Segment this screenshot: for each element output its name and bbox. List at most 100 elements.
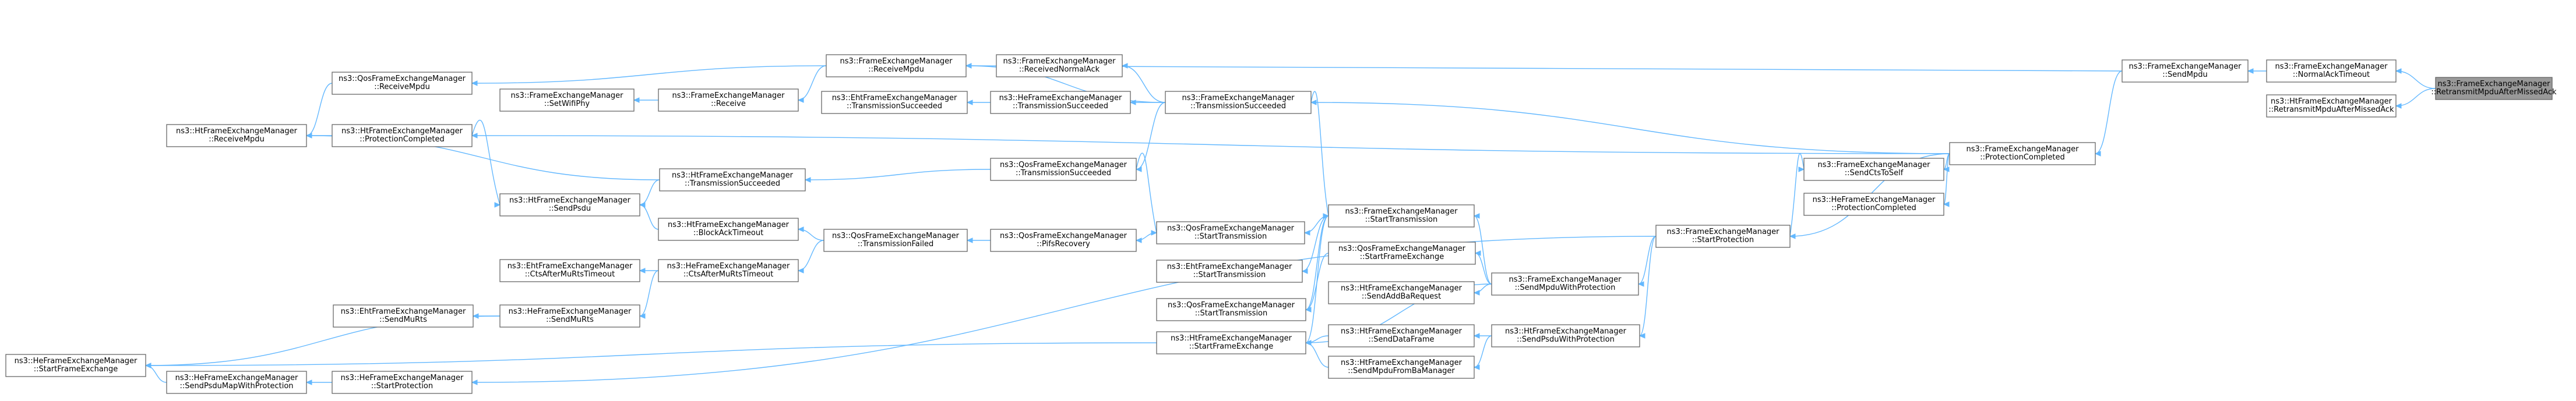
graph-node[interactable]: ns3::HtFrameExchangeManager::RetransmitM… (2266, 94, 2397, 118)
graph-node[interactable]: ns3::HeFrameExchangeManager::StartFrameE… (5, 354, 146, 377)
node-box (821, 91, 968, 114)
graph-node[interactable]: ns3::FrameExchangeManager::SendMpdu (2122, 59, 2249, 83)
node-class-label: ns3::FrameExchangeManager (1817, 161, 1930, 169)
call-edge (798, 240, 824, 271)
node-class-label: ns3::QosFrameExchangeManager (1000, 161, 1127, 169)
node-box (499, 304, 640, 328)
edge-arrowhead (797, 268, 804, 274)
edge-arrowhead (1303, 230, 1310, 236)
node-box (1491, 272, 1639, 296)
edge-arrowhead (965, 63, 972, 69)
node-class-label: ns3::HtFrameExchangeManager (1341, 327, 1463, 336)
node-box (499, 193, 640, 217)
node-class-label: ns3::QosFrameExchangeManager (832, 232, 960, 240)
graph-node[interactable]: ns3::HeFrameExchangeManager::CtsAfterMuR… (658, 259, 799, 282)
graph-node[interactable]: ns3::HeFrameExchangeManager::SendPsduMap… (166, 371, 307, 394)
node-box (1156, 221, 1305, 244)
node-class-label: ns3::FrameExchangeManager (1509, 275, 1622, 284)
focus-node: ns3::FrameExchangeManager::RetransmitMpd… (2431, 77, 2557, 100)
call-edge (1789, 153, 1805, 237)
edge-arrowhead (1301, 268, 1308, 274)
graph-node[interactable]: ns3::FrameExchangeManager::SendMpduWithP… (1491, 272, 1639, 296)
graph-node[interactable]: ns3::QosFrameExchangeManager::ReceiveMpd… (332, 72, 473, 95)
node-method-label: ::StartTransmission (1194, 232, 1267, 241)
node-box (659, 168, 806, 191)
node-method-label: ::ReceivedNormalAck (1019, 65, 1100, 74)
node-box (1165, 91, 1312, 114)
graph-node[interactable]: ns3::FrameExchangeManager::ProtectionCom… (1949, 142, 2096, 165)
graph-node[interactable]: ns3::QosFrameExchangeManager::StartTrans… (1156, 298, 1306, 321)
edge-arrowhead (1473, 364, 1480, 370)
graph-node[interactable]: ns3::FrameExchangeManager::TransmissionS… (1165, 91, 1312, 114)
edge-arrowhead (1473, 213, 1480, 219)
graph-node[interactable]: ns3::FrameExchangeManager::NormalAckTime… (2266, 59, 2397, 83)
node-box (990, 91, 1131, 114)
node-method-label: ::SendCtsToSelf (1845, 169, 1904, 178)
node-class-label: ns3::EhtFrameExchangeManager (341, 307, 466, 316)
graph-node[interactable]: ns3::FrameExchangeManager::ReceivedNorma… (996, 54, 1123, 77)
node-box (1156, 331, 1306, 354)
node-class-label: ns3::HtFrameExchangeManager (1171, 334, 1292, 343)
node-method-label: ::StartTransmission (1193, 271, 1266, 279)
graph-node[interactable]: ns3::EhtFrameExchangeManager::SendMuRts (333, 304, 474, 328)
node-method-label: ::TransmissionSucceeded (1190, 102, 1286, 111)
call-edge (145, 342, 1157, 366)
edge-arrowhead (797, 226, 804, 232)
call-edge (639, 204, 659, 230)
graph-node[interactable]: ns3::QosFrameExchangeManager::StartFrame… (1328, 242, 1476, 265)
graph-node[interactable]: ns3::QosFrameExchangeManager::Transmissi… (823, 229, 968, 252)
call-edge (1943, 153, 1950, 205)
node-box (1156, 260, 1303, 283)
node-class-label: ns3::HtFrameExchangeManager (1341, 359, 1463, 367)
graph-node[interactable]: ns3::HtFrameExchangeManager::ProtectionC… (332, 124, 473, 147)
graph-node[interactable]: ns3::EhtFrameExchangeManager::StartTrans… (1156, 260, 1303, 283)
graph-node[interactable]: ns3::HtFrameExchangeManager::SendMpduFro… (1328, 356, 1475, 379)
graph-node[interactable]: ns3::FrameExchangeManager::Receive (658, 88, 799, 112)
graph-node[interactable]: ns3::HeFrameExchangeManager::Transmissio… (990, 91, 1131, 114)
edge-arrowhead (1789, 233, 1796, 239)
node-method-label: ::ReceiveMpdu (209, 135, 265, 144)
graph-node[interactable]: ns3::HeFrameExchangeManager::ProtectionC… (1803, 193, 1944, 216)
call-edge (1474, 335, 1492, 368)
graph-node[interactable]: ns3::HtFrameExchangeManager::Transmissio… (659, 168, 806, 191)
node-box (5, 354, 146, 377)
call-edge (1475, 253, 1492, 285)
node-box (333, 304, 474, 328)
graph-node[interactable]: ns3::FrameExchangeManager::SetWifiPhy (499, 88, 635, 112)
graph-node[interactable]: ns3::HtFrameExchangeManager::SendPsduWit… (1491, 324, 1640, 347)
call-edge (1639, 236, 1657, 336)
node-box (166, 124, 307, 147)
node-box (1655, 225, 1791, 248)
graph-node[interactable]: ns3::HtFrameExchangeManager::ReceiveMpdu (166, 124, 307, 147)
edge-arrowhead (639, 313, 646, 319)
node-method-label: ::ReceiveMpdu (868, 65, 924, 74)
edge-arrowhead (1310, 100, 1317, 105)
node-box (658, 218, 799, 241)
graph-node[interactable]: ns3::QosFrameExchangeManager::StartTrans… (1156, 221, 1305, 244)
edge-arrowhead (1474, 250, 1481, 256)
graph-node[interactable]: ns3::EhtFrameExchangeManager::CtsAfterMu… (499, 259, 640, 282)
graph-node[interactable]: ns3::HtFrameExchangeManager::SendAddBaRe… (1328, 281, 1475, 304)
graph-node[interactable]: ns3::FrameExchangeManager::ReceiveMpdu (826, 54, 967, 77)
graph-node[interactable]: ns3::HtFrameExchangeManager::SendDataFra… (1328, 324, 1475, 347)
node-class-label: ns3::HtFrameExchangeManager (341, 127, 463, 136)
graph-node[interactable]: ns3::HtFrameExchangeManager::StartFrameE… (1156, 331, 1306, 354)
node-method-label: ::TransmissionSucceeded (847, 102, 942, 111)
graph-node[interactable]: ns3::FrameExchangeManager::StartProtecti… (1655, 225, 1791, 248)
graph-node[interactable]: ns3::HeFrameExchangeManager::SendMuRts (499, 304, 640, 328)
graph-node[interactable]: ns3::HtFrameExchangeManager::SendPsdu (499, 193, 640, 217)
call-edge (2395, 70, 2436, 89)
graph-node[interactable]: ns3::FrameExchangeManager::SendCtsToSelf (1803, 158, 1944, 181)
graph-node[interactable]: ns3::QosFrameExchangeManager::PifsRecove… (990, 229, 1137, 252)
graph-node[interactable]: ns3::FrameExchangeManager::StartTransmis… (1328, 204, 1475, 228)
node-box (1949, 142, 2096, 165)
node-method-label: ::StartFrameExchange (1189, 342, 1274, 351)
edge-arrowhead (2247, 68, 2254, 74)
edge-arrowhead (797, 97, 804, 103)
node-class-label: ns3::FrameExchangeManager (2275, 62, 2388, 71)
graph-node[interactable]: ns3::HeFrameExchangeManager::StartProtec… (332, 371, 473, 394)
graph-node[interactable]: ns3::EhtFrameExchangeManager::Transmissi… (821, 91, 968, 114)
node-class-label: ns3::EhtFrameExchangeManager (508, 262, 633, 271)
graph-node[interactable]: ns3::HtFrameExchangeManager::BlockAckTim… (658, 218, 799, 241)
graph-node[interactable]: ns3::QosFrameExchangeManager::Transmissi… (990, 158, 1137, 181)
